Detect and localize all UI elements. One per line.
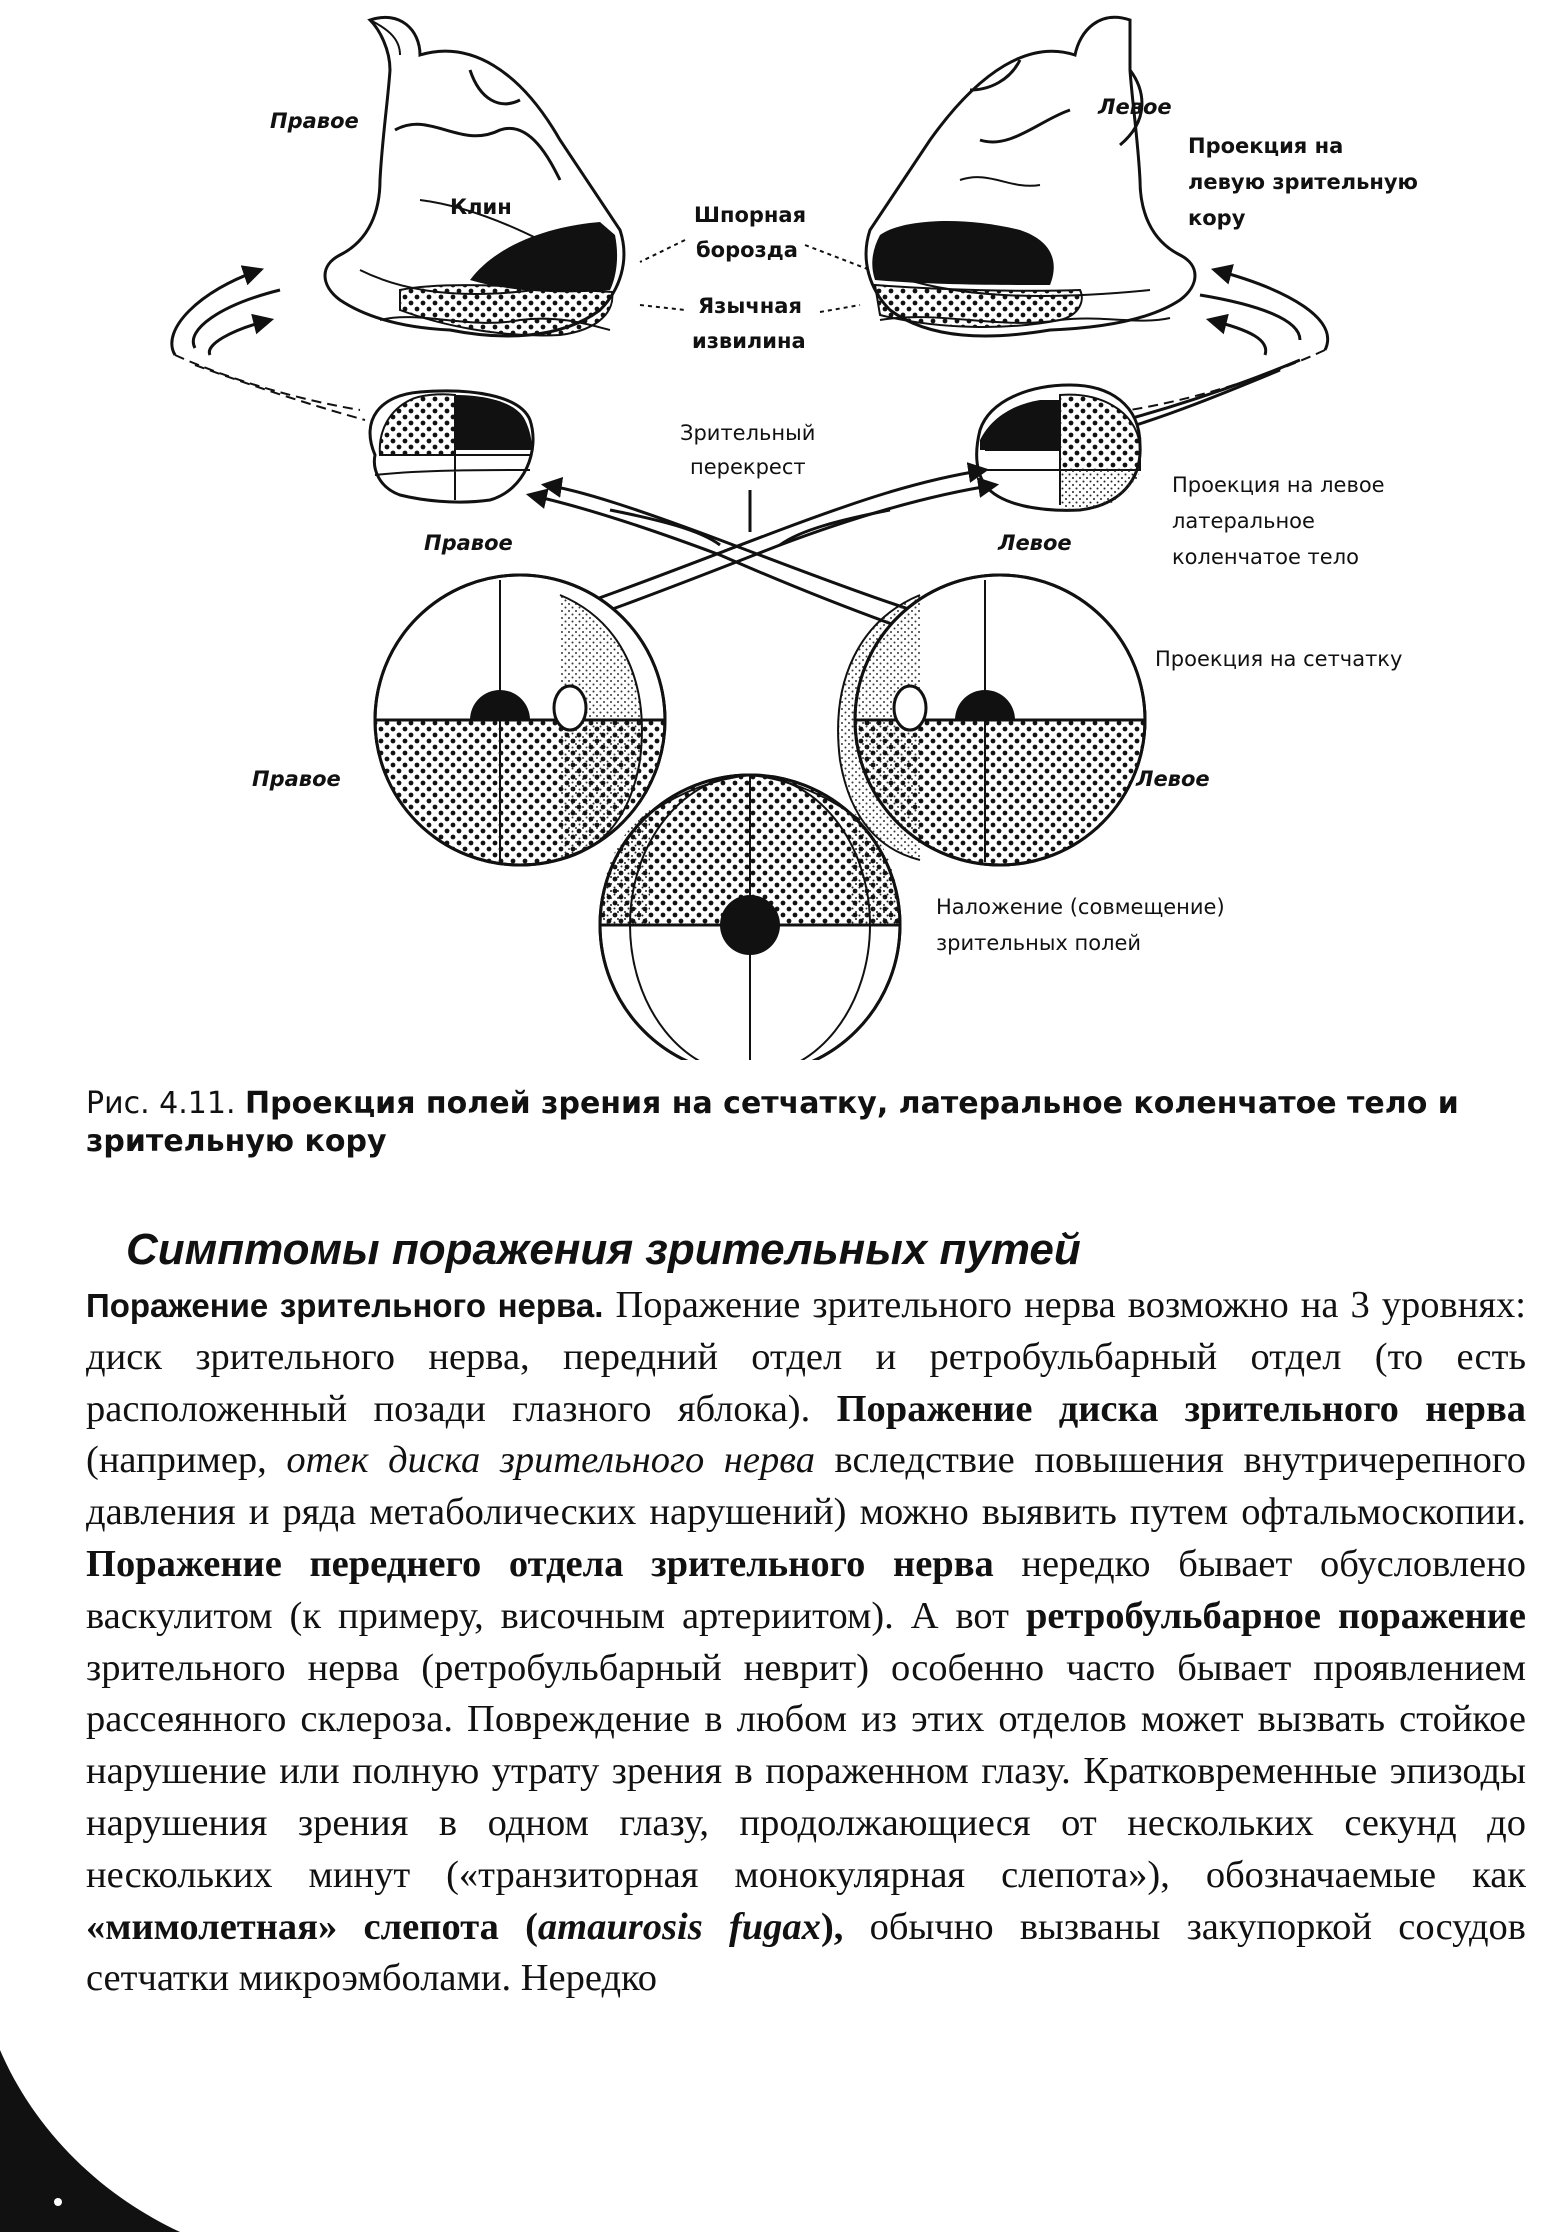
left-optic-radiation-arrows	[170, 265, 366, 421]
left-cortex-side-label: Левое	[1097, 95, 1172, 119]
lingual-gyrus-label-line1: Язычная	[698, 294, 802, 318]
emphasis-term: ),	[820, 1905, 844, 1948]
page-corner-mark	[0, 2050, 180, 2232]
italic-term: отек диска зрительного нерва	[286, 1439, 815, 1482]
left-cortex-black-region	[872, 220, 1054, 285]
left-lateral-geniculate-body	[975, 383, 1142, 512]
caption-text: Проекция полей зрения на сетчатку, латер…	[86, 1086, 1459, 1159]
lgn-projection-label-line2: латеральное	[1172, 509, 1315, 533]
left-eye-side-label: Левое	[1135, 767, 1210, 791]
right-eye-side-label: Правое	[252, 767, 341, 791]
calcarine-sulcus-label-line1: Шпорная	[694, 203, 806, 227]
cortex-projection-label-line2: левую зрительную	[1188, 170, 1418, 194]
superimposed-visual-fields	[598, 773, 902, 1060]
figure-caption: Рис. 4.11. Проекция полей зрения на сетч…	[86, 1085, 1506, 1161]
overlap-label-line1: Наложение (совмещение)	[936, 895, 1225, 919]
latin-term: amaurosis fugax	[537, 1905, 821, 1948]
optic-chiasm-label-line1: Зрительный	[680, 421, 815, 445]
cortex-projection-label-line3: кору	[1188, 206, 1246, 230]
body-text-run: Поражение зрительного нерва возможно на …	[86, 1284, 1526, 1430]
section-heading: Симптомы поражения зрительных путей	[126, 1225, 1081, 1274]
visual-pathway-figure: Правое Левое Клин Шпорная борозда Язычна…	[170, 15, 1418, 1060]
emphasis-term: Поражение переднего отдела зрительного н…	[86, 1542, 994, 1585]
right-optic-radiation-arrows	[1119, 264, 1330, 432]
emphasis-term: «мимолетная» слепота (	[86, 1905, 538, 1948]
body-text-run: вследствие повышения внутричерепного дав…	[86, 1439, 1526, 1534]
right-cortex-black-region	[470, 222, 618, 293]
lgn-projection-label-line1: Проекция на левое	[1172, 473, 1385, 497]
left-lgn-side-label: Левое	[997, 531, 1072, 555]
body-text-run: (например,	[86, 1439, 287, 1482]
lingual-gyrus-label-line2: извилина	[692, 329, 806, 353]
cuneus-label: Клин	[450, 195, 512, 219]
left-cortex-dotted-region	[873, 283, 1083, 328]
caption-number: Рис. 4.11.	[86, 1086, 236, 1121]
optic-chiasm-label-line2: перекрест	[690, 455, 806, 479]
calcarine-sulcus-label-line2: борозда	[696, 238, 798, 262]
lgn-projection-label-line3: коленчатое тело	[1172, 545, 1359, 569]
subsection-lead: Поражение зрительного нерва.	[86, 1287, 604, 1324]
body-text-run: зрительного нерва (ретробульбарный неври…	[86, 1646, 1526, 1896]
right-cortex-side-label: Правое	[270, 109, 359, 133]
body-text-run: обычно вызваны закупоркой сосудов сетчат…	[86, 1905, 1526, 2000]
right-eye-retina	[373, 573, 667, 867]
right-lgn-side-label: Правое	[424, 531, 513, 555]
emphasis-term: Поражение диска зрительного нерва	[836, 1387, 1526, 1430]
left-eye-retina	[837, 573, 1147, 867]
retina-projection-label: Проекция на сетчатку	[1155, 647, 1402, 671]
emphasis-term: ретробульбарное поражение	[1025, 1594, 1526, 1637]
callout-lines	[639, 239, 871, 313]
body-paragraph: Поражение зрительного нерва. Поражение з…	[86, 1280, 1526, 2005]
overlap-label-line2: зрительных полей	[936, 931, 1141, 955]
body-text-run: нередко бывает обусловлено васкулитом (к…	[86, 1542, 1526, 1637]
right-lateral-geniculate-body	[368, 389, 535, 504]
cortex-projection-label-line1: Проекция на	[1188, 134, 1343, 158]
right-cortex-dotted-region	[399, 284, 614, 337]
